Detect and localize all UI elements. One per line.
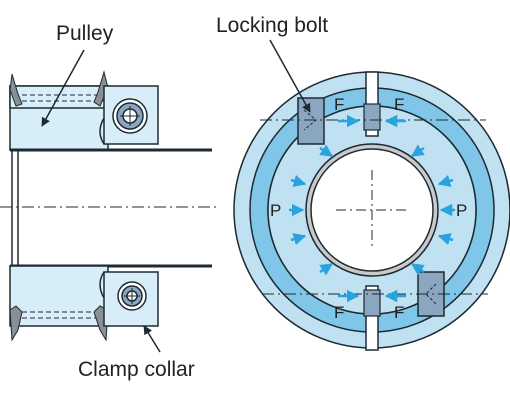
pulley-rim-top [9, 85, 109, 109]
clamp-collar-label: Clamp collar [78, 358, 195, 381]
pressure-arrow [410, 144, 425, 158]
pressure-label-left: P [270, 201, 281, 220]
cross-section-view: P P F F F F Locking bolt [216, 14, 510, 351]
belt-left-bottom [9, 305, 23, 342]
pressure-arrow [437, 174, 454, 187]
pressure-arrow [319, 262, 334, 276]
pressure-arrow [290, 174, 307, 187]
pressure-arrow [319, 144, 334, 158]
force-arrows [338, 114, 406, 303]
screw-head-top [112, 98, 148, 134]
force-label-bottom-right: F [394, 303, 404, 322]
screw-head-bottom [117, 281, 147, 311]
pressure-arrow [410, 262, 425, 276]
shaft [10, 150, 210, 266]
pulley-flange-bottom [9, 265, 109, 327]
side-view: Pulley Clamp collar [0, 22, 218, 381]
belt-left-top [9, 73, 23, 107]
pressure-arrows [289, 144, 455, 276]
clamp-collar-leader [143, 325, 161, 353]
pressure-arrow [290, 233, 307, 246]
locking-bolt-leader [269, 39, 311, 113]
pressure-label-right: P [456, 201, 467, 220]
locking-bolt-top [297, 97, 325, 145]
locking-bolt-label: Locking bolt [216, 14, 328, 37]
pulley-leader [41, 49, 85, 127]
pressure-arrow [437, 233, 454, 246]
force-label-top-left: F [334, 95, 344, 114]
force-label-top-right: F [394, 95, 404, 114]
force-label-bottom-left: F [334, 303, 344, 322]
pulley-label: Pulley [56, 22, 114, 45]
